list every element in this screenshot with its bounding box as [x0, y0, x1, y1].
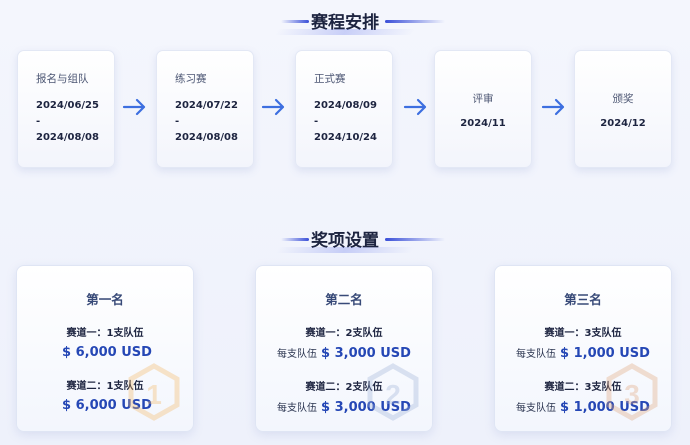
prize-card-second: 2 第二名 赛道一：2支队伍 每支队伍$ 3,000 USD 赛道二：2支队伍 …	[255, 265, 433, 432]
stage-name: 练习赛	[175, 73, 207, 85]
track1-label: 赛道一：1支队伍	[66, 328, 144, 339]
prize-card-first: 1 第一名 赛道一：1支队伍 $ 6,000 USD 赛道二：1支队伍 $ 6,…	[16, 265, 194, 432]
stage-card-review: 评审 2024/11	[434, 50, 532, 168]
heading-deco-right	[385, 237, 445, 241]
prize-title: 第三名	[564, 292, 602, 307]
arrow-right-icon	[122, 97, 148, 117]
heading-deco-left	[281, 237, 309, 241]
heading-underline	[275, 247, 415, 253]
awards-heading: 奖项设置	[0, 226, 690, 253]
track2-per-team: 每支队伍	[277, 403, 318, 414]
medal-1-icon: 1	[128, 363, 180, 421]
medal-number: 3	[624, 379, 640, 410]
heading-deco-right	[385, 19, 445, 23]
track1-per-team: 每支队伍	[277, 349, 318, 360]
prize-title: 第一名	[86, 292, 124, 307]
arrow-right-icon	[541, 97, 567, 117]
track1-amount-row: 每支队伍$ 1,000 USD	[495, 345, 671, 361]
track2-amount: $ 1,000 USD	[560, 400, 650, 415]
track1-amount-row: $ 6,000 USD	[17, 345, 193, 360]
track1-label: 赛道一：2支队伍	[305, 328, 383, 339]
stage-start-date: 2024/06/25	[36, 100, 99, 111]
stage-name: 颁奖	[612, 93, 634, 105]
stage-date: 2024/12	[600, 118, 646, 129]
stage-end-date: 2024/10/24	[314, 132, 377, 143]
prize-title: 第二名	[325, 292, 363, 307]
track2-label: 赛道二：3支队伍	[544, 382, 622, 393]
heading-deco-left	[281, 19, 309, 23]
stage-card-ceremony: 颁奖 2024/12	[574, 50, 672, 168]
stage-name: 正式赛	[314, 73, 346, 85]
schedule-heading: 赛程安排	[0, 8, 690, 35]
track1-amount: $ 1,000 USD	[560, 346, 650, 361]
stage-card-official: 正式赛 2024/08/09 - 2024/10/24	[295, 50, 393, 168]
track1-amount: $ 3,000 USD	[321, 346, 411, 361]
track1-label: 赛道一：3支队伍	[544, 328, 622, 339]
track2-amount-row: 每支队伍$ 3,000 USD	[256, 399, 432, 415]
stage-name: 报名与组队	[36, 73, 89, 85]
medal-number: 2	[385, 379, 401, 410]
track2-amount: $ 6,000 USD	[62, 398, 152, 413]
track2-label: 赛道二：1支队伍	[66, 381, 144, 392]
arrow-right-icon	[261, 97, 287, 117]
schedule-title: 赛程安排	[311, 13, 379, 33]
medal-2-icon: 2	[367, 363, 419, 421]
stage-start-date: 2024/07/22	[175, 100, 238, 111]
track2-amount: $ 3,000 USD	[321, 400, 411, 415]
arrow-right-icon	[403, 97, 429, 117]
medal-3-icon: 3	[606, 363, 658, 421]
track2-per-team: 每支队伍	[516, 403, 557, 414]
track1-amount-row: 每支队伍$ 3,000 USD	[256, 345, 432, 361]
track1-per-team: 每支队伍	[516, 349, 557, 360]
stage-date: 2024/11	[460, 118, 506, 129]
prize-card-third: 3 第三名 赛道一：3支队伍 每支队伍$ 1,000 USD 赛道二：3支队伍 …	[494, 265, 672, 432]
stage-end-date: 2024/08/08	[175, 132, 238, 143]
track2-label: 赛道二：2支队伍	[305, 382, 383, 393]
medal-number: 1	[146, 379, 162, 410]
stage-end-date: 2024/08/08	[36, 132, 99, 143]
stage-card-practice: 练习赛 2024/07/22 - 2024/08/08	[156, 50, 254, 168]
stage-name: 评审	[472, 93, 494, 105]
stage-date-separator: -	[36, 116, 41, 127]
awards-title: 奖项设置	[311, 231, 379, 251]
heading-underline	[275, 29, 415, 35]
track2-amount-row: 每支队伍$ 1,000 USD	[495, 399, 671, 415]
stage-date-separator: -	[175, 116, 180, 127]
stage-start-date: 2024/08/09	[314, 100, 377, 111]
stage-date-separator: -	[314, 116, 319, 127]
stage-card-registration: 报名与组队 2024/06/25 - 2024/08/08	[17, 50, 115, 168]
track1-amount: $ 6,000 USD	[62, 345, 152, 360]
track2-amount-row: $ 6,000 USD	[17, 398, 193, 413]
